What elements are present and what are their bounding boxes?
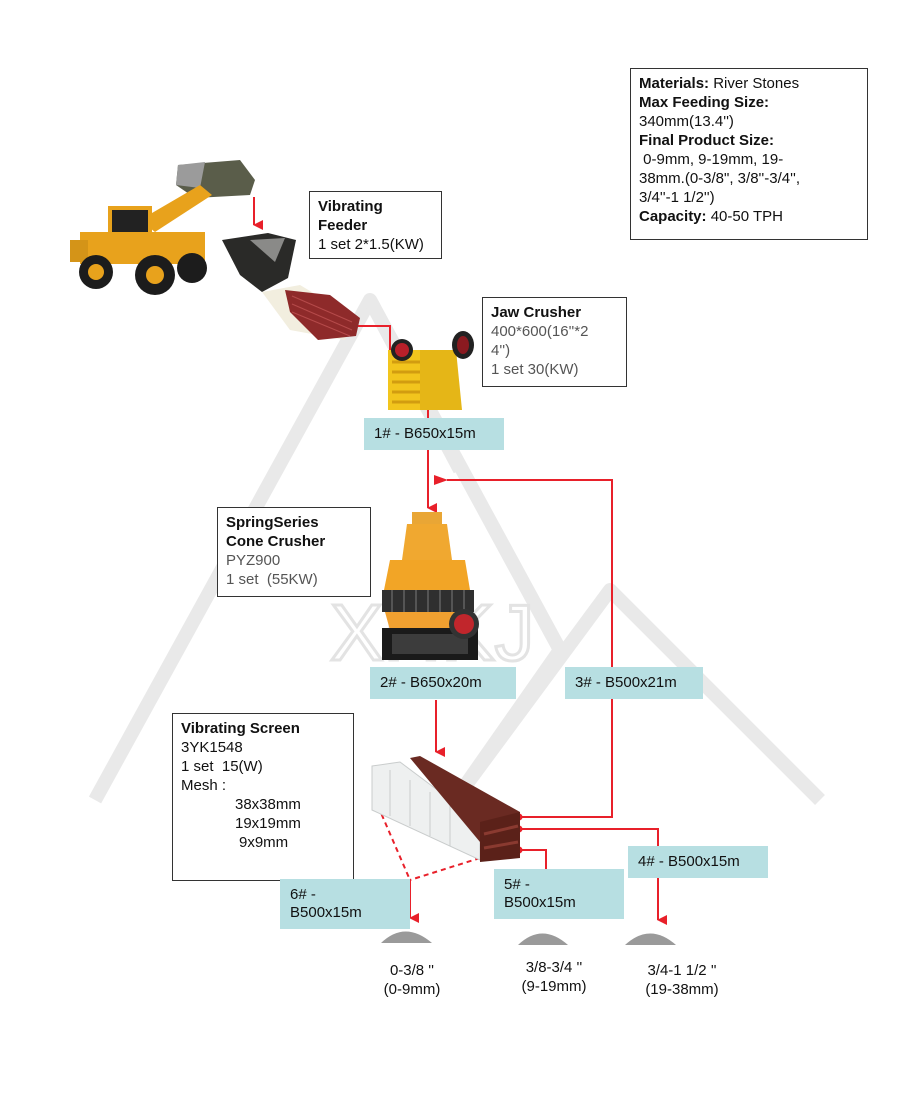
screen-title: Vibrating Screen (181, 720, 300, 737)
feeder-title-1: Vibrating (318, 198, 383, 215)
cone-model: PYZ900 (226, 552, 281, 569)
stone-pile-icon (625, 933, 676, 945)
line-to-belt5 (520, 849, 547, 872)
belt-1-label: 1# - B650x15m (364, 418, 504, 450)
product-1-mm: (0-9mm) (383, 981, 441, 998)
belt-4-label: 4# - B500x15m (628, 846, 768, 878)
materials-label: Materials: (639, 75, 710, 92)
mesh-size: 38x38mm (235, 796, 301, 813)
final-size-line-2: 38mm.(0-3/8", 3/8''-3/4'', (639, 170, 801, 187)
cone-title-1: SpringSeries (226, 514, 319, 531)
cone-title-2: Cone Crusher (226, 533, 326, 550)
jaw-crusher-box: Jaw Crusher 400*600(16''*2 4'') 1 set 30… (482, 297, 627, 387)
return-line-belt3 (434, 475, 613, 818)
jaw-spec-3: 1 set 30(KW) (491, 361, 579, 378)
wheel-loader-icon (70, 160, 255, 295)
feeder-box: Vibrating Feeder 1 set 2*1.5(KW) (309, 191, 442, 259)
product-3-inch: 3/4-1 1/2 '' (647, 962, 717, 979)
product-piles (381, 931, 676, 945)
product-1-label: 0-3/8 '' (0-9mm) (352, 961, 472, 999)
jaw-crusher-icon (388, 331, 474, 410)
cone-crusher-icon (382, 512, 479, 660)
vibrating-screen-icon (371, 756, 520, 862)
max-feed-value: 340mm(13.4'') (639, 113, 734, 130)
max-feed-label: Max Feeding Size: (639, 94, 770, 111)
product-2-inch: 3/8-3/4 '' (525, 959, 583, 976)
belt-6-line-1: 6# - (290, 886, 316, 903)
vibrating-screen-box: Vibrating Screen 3YK1548 1 set 15(W) Mes… (172, 713, 354, 881)
stone-pile-icon (381, 931, 432, 943)
feeder-title-2: Feeder (318, 217, 368, 234)
belt-6-line-2: B500x15m (290, 904, 362, 921)
mesh-label: Mesh : (181, 777, 227, 794)
screen-model: 3YK1548 (181, 739, 243, 756)
materials-value: River Stones (713, 75, 800, 92)
vibrating-feeder-icon (222, 233, 360, 340)
product-3-mm: (19-38mm) (645, 981, 719, 998)
jaw-title: Jaw Crusher (491, 304, 582, 321)
cone-spec: 1 set (55KW) (226, 571, 318, 588)
line-to-product-3 (520, 828, 667, 925)
jaw-spec-2: 4'') (491, 342, 511, 359)
capacity-label: Capacity: (639, 208, 707, 225)
belt-5-line-1: 5# - (504, 876, 530, 893)
belt-6-label: 6# - B500x15m (280, 879, 410, 929)
final-size-line-3: 3/4''-1 1/2'') (639, 189, 715, 206)
mesh-size: 9x9mm (239, 834, 289, 851)
product-2-mm: (9-19mm) (521, 978, 587, 995)
screen-spec: 1 set 15(W) (181, 758, 263, 775)
final-size-label: Final Product Size: (639, 132, 775, 149)
belt-3-label: 3# - B500x21m (565, 667, 703, 699)
feeder-spec: 1 set 2*1.5(KW) (318, 236, 424, 253)
final-size-line-1: 0-9mm, 9-19mm, 19- (639, 151, 784, 168)
summary-box: Materials: River Stones Max Feeding Size… (630, 68, 868, 240)
product-3-label: 3/4-1 1/2 '' (19-38mm) (622, 961, 742, 999)
capacity-value: 40-50 TPH (706, 208, 783, 225)
product-2-label: 3/8-3/4 '' (9-19mm) (494, 958, 614, 996)
arrow-feeder-to-jaw (355, 325, 399, 357)
jaw-spec-1: 400*600(16''*2 (491, 323, 589, 340)
stone-pile-icon (518, 933, 568, 945)
belt-2-label: 2# - B650x20m (370, 667, 516, 699)
mesh-size: 19x19mm (235, 815, 301, 832)
cone-crusher-box: SpringSeries Cone Crusher PYZ900 1 set (… (217, 507, 371, 597)
product-1-inch: 0-3/8 '' (389, 962, 435, 979)
dashed-underflow (377, 805, 481, 881)
belt-5-line-2: B500x15m (504, 894, 576, 911)
belt-5-label: 5# - B500x15m (494, 869, 624, 919)
